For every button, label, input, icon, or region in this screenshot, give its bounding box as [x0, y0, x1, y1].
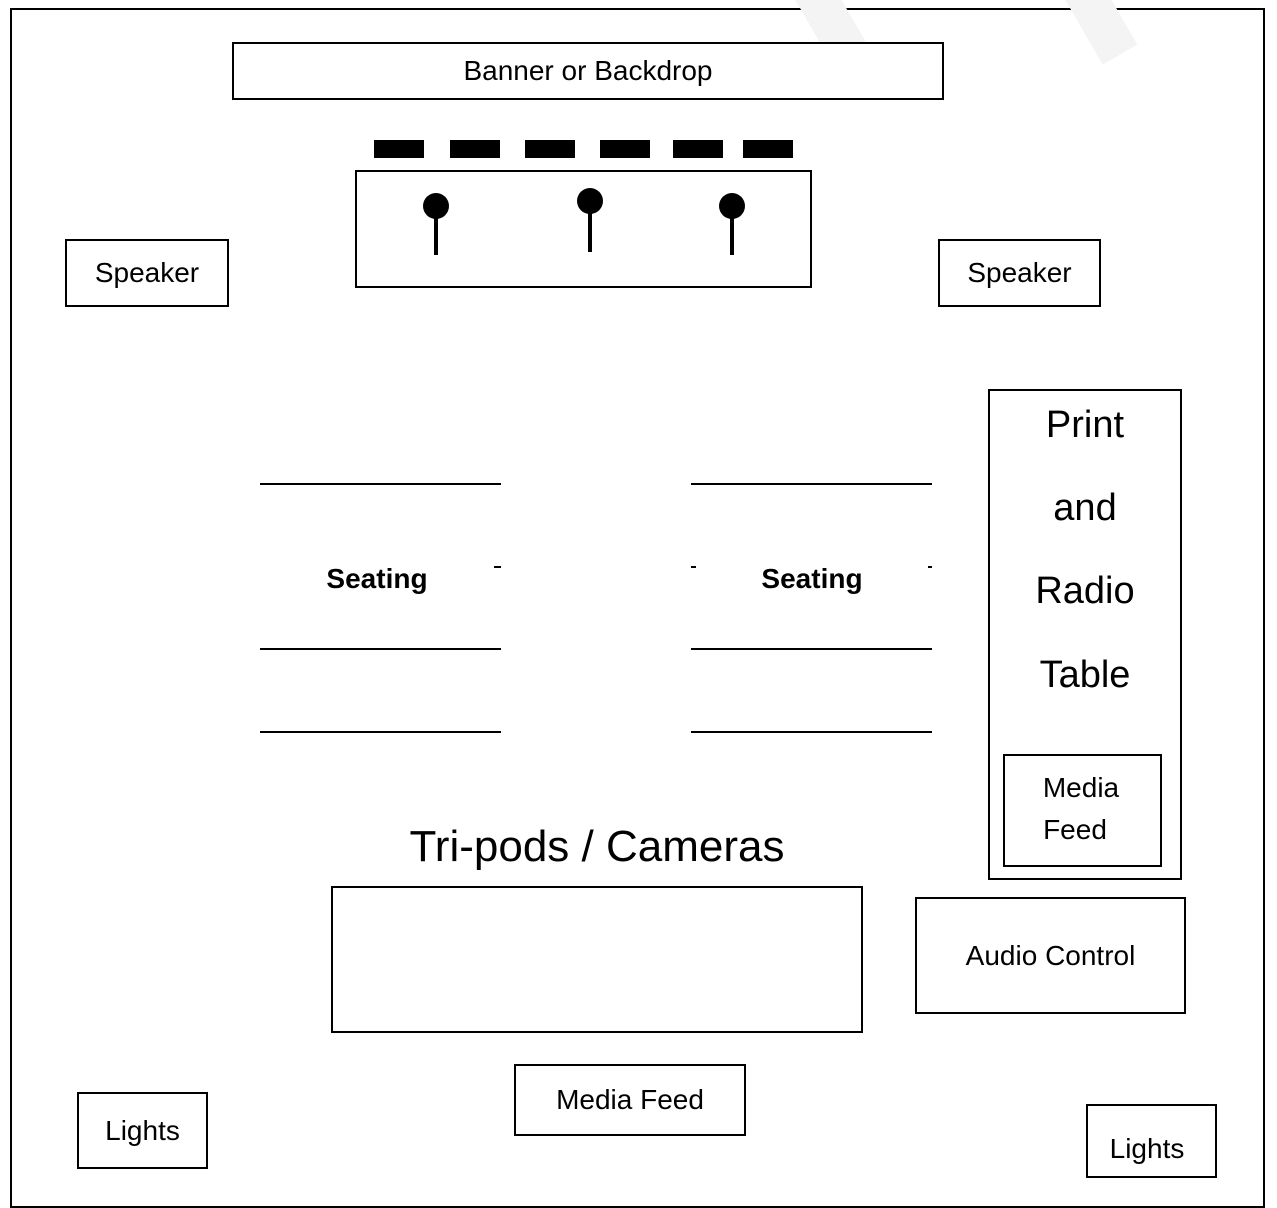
lights-right-box: [1086, 1104, 1217, 1178]
seating-row-line: [691, 731, 932, 733]
seating-left-label: Seating: [260, 563, 494, 595]
media-feed-inner-line-2: Feed: [1043, 814, 1107, 845]
podium-table: [355, 170, 812, 288]
chair: [374, 140, 424, 158]
cameras-box: [331, 886, 863, 1033]
chair: [673, 140, 723, 158]
speaker-left-label: Speaker: [94, 257, 200, 288]
media-feed-inner-box: [1003, 754, 1162, 867]
print-radio-line-4: Table: [1039, 654, 1131, 696]
media-feed-bottom-box: Media Feed: [514, 1064, 746, 1136]
microphone-stand: [730, 215, 734, 255]
speaker-left-box: Speaker: [65, 239, 229, 307]
seating-row-line: [260, 731, 501, 733]
chair: [600, 140, 650, 158]
seating-row-line: [691, 483, 932, 485]
speaker-right-box: Speaker: [938, 239, 1101, 307]
chair: [525, 140, 575, 158]
lights-left-box: Lights: [77, 1092, 208, 1169]
seating-row-line: [260, 648, 501, 650]
media-feed-bottom-label: Media Feed: [556, 1084, 704, 1115]
audio-control-box: Audio Control: [915, 897, 1186, 1014]
print-radio-line-1: Print: [1045, 404, 1125, 446]
lights-left-label: Lights: [105, 1114, 180, 1146]
microphone-stand: [434, 215, 438, 255]
print-radio-line-2: and: [1053, 487, 1117, 529]
audio-control-label: Audio Control: [965, 939, 1136, 971]
print-radio-line-3: Radio: [1035, 570, 1135, 612]
seating-right-label: Seating: [696, 563, 928, 595]
chair: [450, 140, 500, 158]
chair: [743, 140, 793, 158]
seating-row-line: [260, 483, 501, 485]
seating-row-line: [691, 648, 932, 650]
microphone-icon: [423, 193, 449, 219]
banner-label: Banner or Backdrop: [463, 55, 713, 86]
lights-right-label: Lights: [1109, 1133, 1185, 1164]
speaker-right-label: Speaker: [967, 257, 1072, 288]
cameras-title: Tri-pods / Cameras: [409, 822, 785, 871]
microphone-icon: [719, 193, 745, 219]
microphone-stand: [588, 212, 592, 252]
banner-box: Banner or Backdrop: [232, 42, 944, 100]
microphone-icon: [577, 188, 603, 214]
media-feed-inner-line-1: Media: [1042, 772, 1120, 803]
